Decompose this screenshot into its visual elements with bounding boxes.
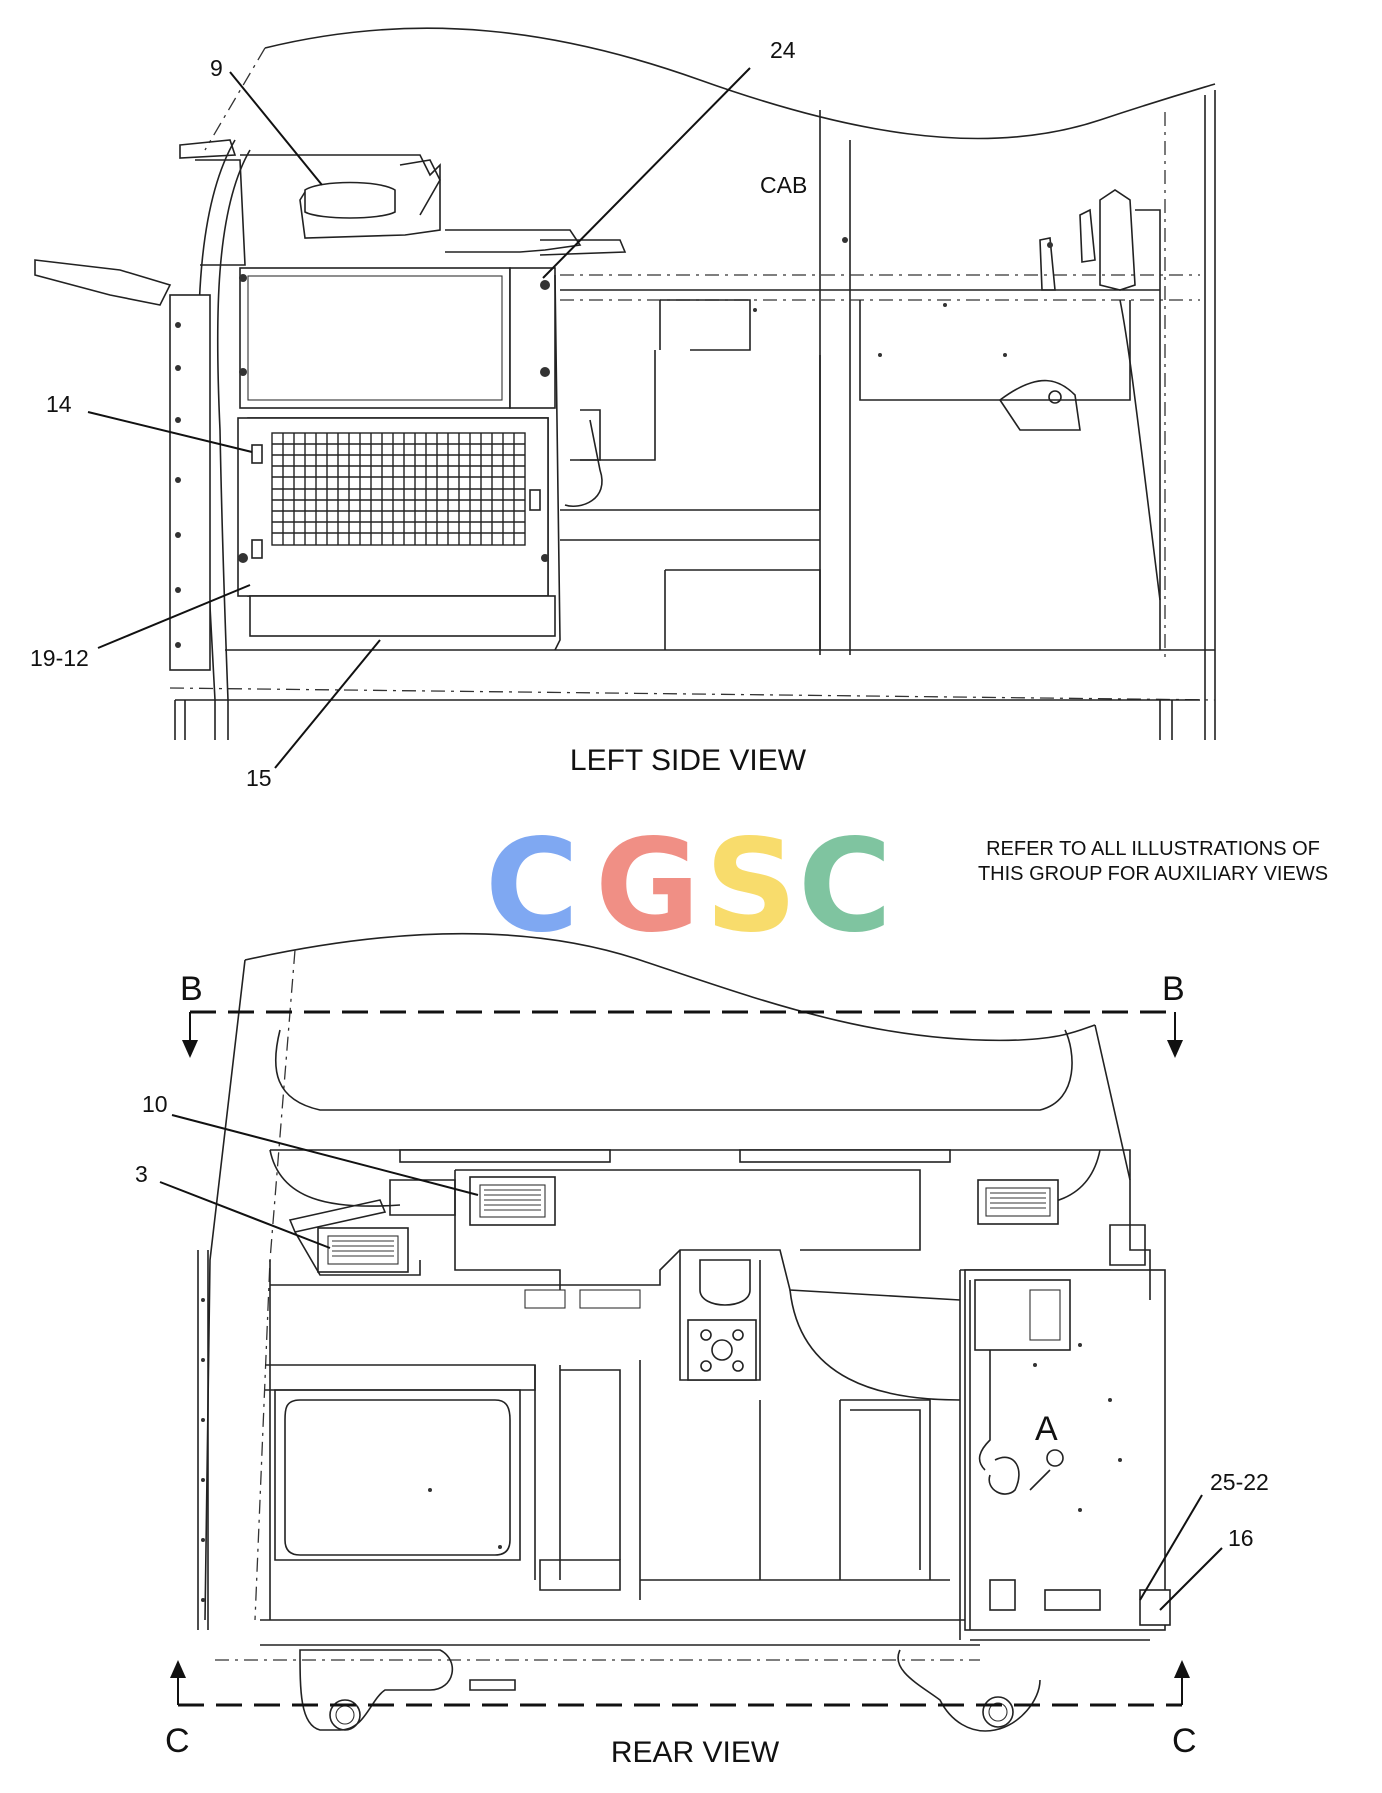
leader-3 (159, 1181, 331, 1249)
callout-24: 24 (770, 37, 796, 63)
watermark-letter-c2: C (798, 812, 892, 961)
section-label-c-left: C (165, 1722, 190, 1760)
callout-16: 16 (1228, 1525, 1254, 1551)
leader-14 (87, 411, 253, 453)
leader-9 (229, 71, 323, 186)
section-b-left-arrow-head (182, 1040, 198, 1058)
note-line-2: THIS GROUP FOR AUXILIARY VIEWS (978, 863, 1328, 885)
callout-14: 14 (46, 391, 72, 417)
left-side-callouts: 9 24 14 19-12 15 CAB (30, 37, 807, 791)
section-c-left-arrow-head (170, 1660, 186, 1678)
leader-19-12 (97, 584, 251, 649)
detail-label-a: A (1035, 1410, 1058, 1448)
section-b-right-arrow-head (1167, 1040, 1183, 1058)
filter-grid (271, 432, 526, 546)
callout-19-12: 19-12 (30, 645, 89, 671)
watermark-letter-c1: C (485, 812, 579, 961)
left-side-view-title: LEFT SIDE VIEW (570, 744, 807, 777)
callout-15: 15 (246, 765, 272, 791)
rear-view-title: REAR VIEW (611, 1736, 780, 1769)
note-line-1: REFER TO ALL ILLUSTRATIONS OF (986, 838, 1320, 860)
section-label-b-right: B (1162, 970, 1185, 1008)
callout-10: 10 (142, 1091, 168, 1117)
leader-24 (542, 67, 751, 279)
section-label-c-right: C (1172, 1722, 1197, 1760)
cgsc-watermark: C G S C (485, 812, 892, 961)
watermark-letter-s: S (705, 812, 797, 961)
section-lines (170, 1010, 1190, 1707)
callout-25-22: 25-22 (1210, 1469, 1269, 1495)
left-side-view-drawing (34, 27, 1216, 740)
watermark-letter-g: G (595, 812, 700, 961)
leader-16 (1159, 1547, 1223, 1611)
section-c-right-arrow-head (1174, 1660, 1190, 1678)
callout-9: 9 (210, 55, 223, 81)
cab-label: CAB (760, 172, 807, 198)
section-label-b-left: B (180, 970, 203, 1008)
leader-25-22 (1139, 1494, 1203, 1601)
leader-10 (171, 1114, 479, 1196)
rear-view-callouts: 10 3 25-22 16 (135, 1091, 1269, 1611)
callout-3: 3 (135, 1161, 148, 1187)
leader-15 (274, 639, 381, 769)
rear-view-drawing (197, 932, 1171, 1732)
